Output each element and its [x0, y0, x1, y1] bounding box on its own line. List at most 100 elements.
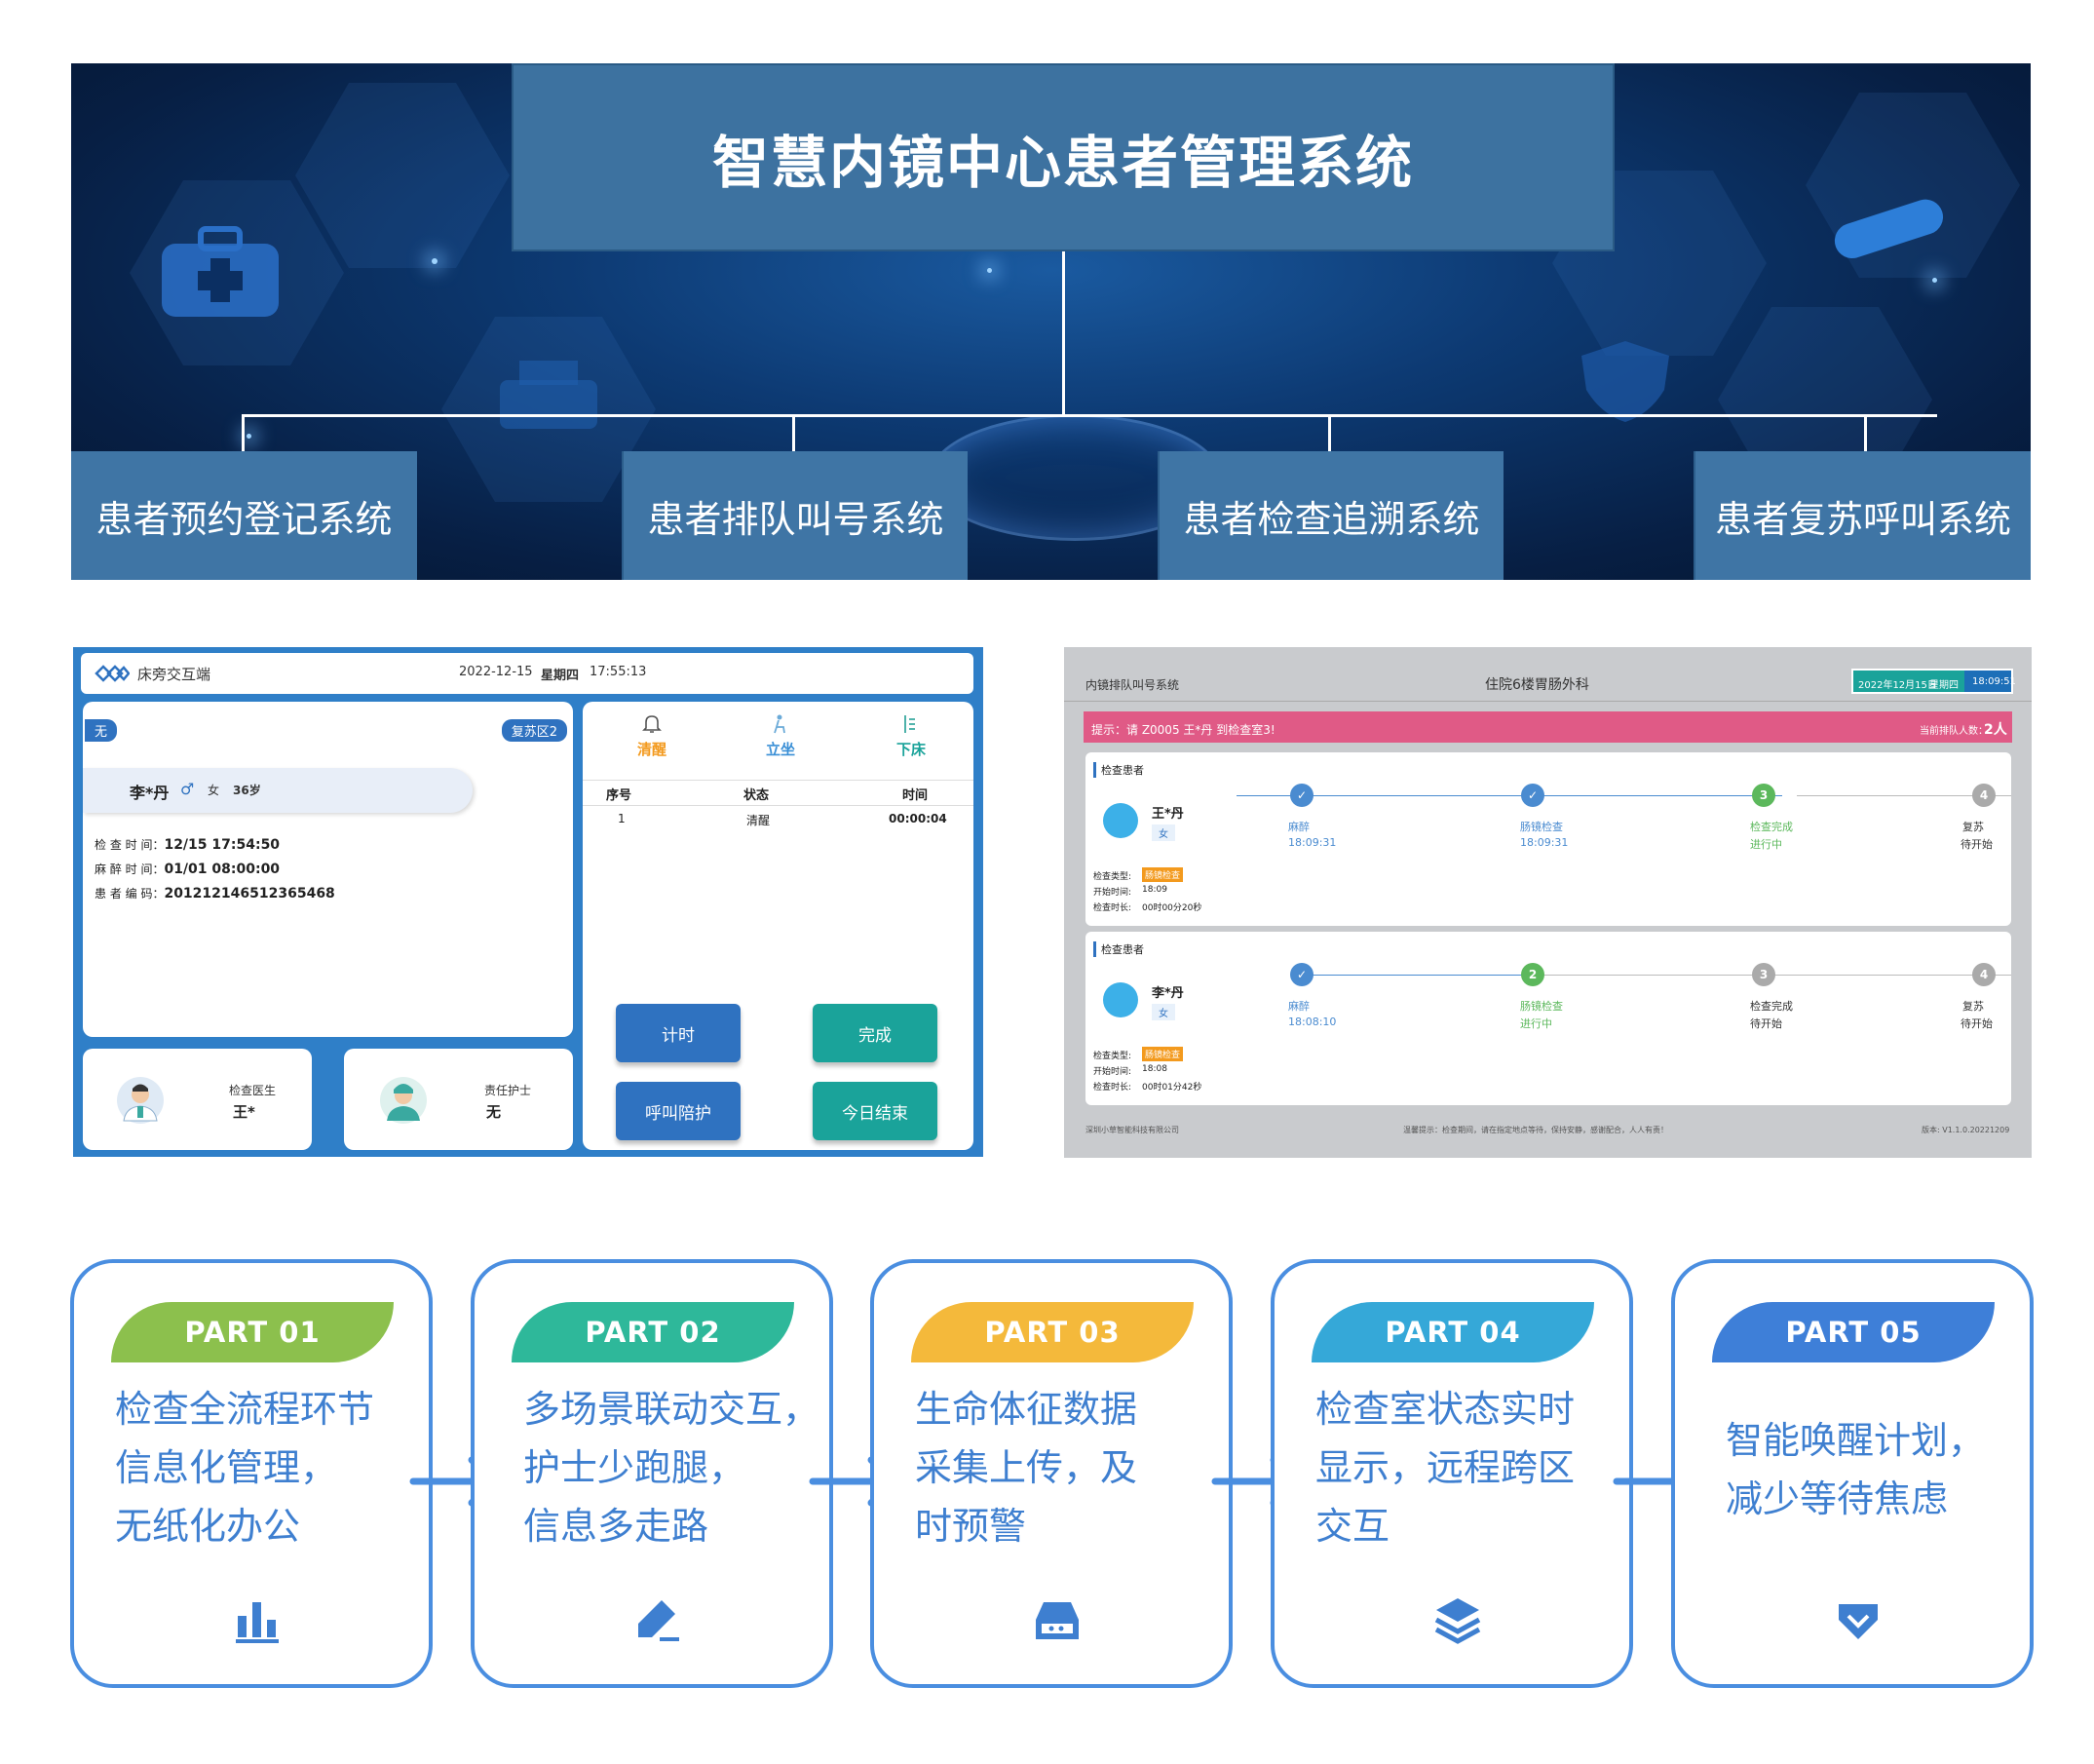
layers-icon	[1434, 1598, 1481, 1644]
notice-bar: 提示：请 Z0005 王*丹 到检查室3! 当前排队人数： 2人	[1084, 711, 2012, 743]
patient-name: 王*丹	[1152, 807, 1184, 822]
datetime-badge: 2022年12月15日 星期四 18:09:51	[1851, 669, 2016, 694]
exam-type-badge: 肠镜检查	[1142, 1047, 1184, 1061]
step-label: 肠镜检查	[1520, 821, 1563, 833]
feature-text: 检查全流程环节信息化管理，无纸化办公	[115, 1388, 375, 1548]
shield-icon	[1581, 341, 1669, 422]
nurse-label: 责任护士	[484, 1084, 532, 1097]
card-section-title: 检查患者	[1093, 762, 1144, 778]
part-tag: PART 01	[111, 1302, 394, 1362]
step-sub: 18:09:31	[1520, 836, 1569, 849]
department-title: 住院6楼胃肠外科	[1485, 677, 1589, 693]
step-sub: 18:08:10	[1288, 1016, 1337, 1028]
patient-gender: 女	[1152, 1004, 1175, 1020]
header-date: 2022-12-15	[459, 665, 533, 679]
patient-age: 36岁	[233, 784, 261, 797]
step-sub: 待开始	[1961, 1017, 1993, 1030]
system-architecture-banner: 智慧内镜中心患者管理系统 患者预约登记系统 患者排队叫号系统 患者检查追溯系统 …	[71, 63, 2031, 580]
feature-card-05: PART 05 智能唤醒计划，减少等待焦虑	[1671, 1259, 2034, 1688]
exam-type-badge: 肠镜检查	[1142, 867, 1184, 882]
bell-icon	[642, 715, 662, 733]
patient-card: 无 复苏区2 李*丹 ♂ 女 36岁 检 查 时 间：12/15 17:54:5…	[83, 702, 573, 1037]
bedside-header: 床旁交互端 2022-12-15 星期四 17:55:13	[81, 653, 973, 694]
doctor-label: 检查医生	[229, 1084, 277, 1097]
patient-gender: 女	[208, 784, 220, 797]
action-wake[interactable]: 清醒	[626, 713, 678, 759]
app-title: 床旁交互端	[137, 666, 211, 683]
step-sub: 进行中	[1750, 838, 1782, 851]
part-tag: PART 02	[512, 1302, 794, 1362]
feature-text: 生命体征数据采集上传，及时预警	[915, 1388, 1138, 1548]
footer-tip: 温馨提示：检查期间，请在指定地点等待，保持安静，感谢配合，人人有责！	[1403, 1126, 1668, 1134]
patient-name: 李*丹	[1152, 986, 1184, 1001]
doctor-card: 检查医生 王*	[83, 1049, 312, 1150]
step-label: 肠镜检查	[1520, 1000, 1563, 1013]
step-sub: 待开始	[1961, 838, 1993, 851]
step-done-icon: ✓	[1290, 784, 1314, 807]
bar-chart-icon	[236, 1602, 279, 1643]
call-escort-button[interactable]: 呼叫陪护	[616, 1082, 741, 1140]
part-tag: PART 04	[1312, 1302, 1594, 1362]
step-label: 复苏	[1962, 1000, 1984, 1013]
step-label: 检查完成	[1750, 1000, 1793, 1013]
card-section-title: 检查患者	[1093, 941, 1144, 957]
record-table-header: 序号 状态 时间	[606, 788, 929, 803]
field-row: 麻 醉 时 间：01/01 08:00:00	[95, 862, 281, 877]
queue-system-screenshot: 内镜排队叫号系统 住院6楼胃肠外科 2022年12月15日 星期四 18:09:…	[1064, 647, 2032, 1158]
diamond-shield-icon	[1839, 1604, 1878, 1639]
step-active-icon: 3	[1752, 784, 1775, 807]
step-pending-icon: 4	[1972, 784, 1996, 807]
field-row: 患 者 编 码：201212146512365468	[95, 886, 335, 901]
table-row: 1 清醒 00:00:04	[618, 812, 947, 827]
sit-up-icon	[774, 714, 785, 734]
doctor-name: 王*	[233, 1103, 255, 1121]
feature-card-02: PART 02 多场景联动交互，护士少跑腿，信息多走路	[471, 1259, 833, 1688]
medical-kit-icon	[162, 226, 279, 317]
timer-button[interactable]: 计时	[616, 1004, 741, 1062]
step-done-icon: ✓	[1521, 784, 1544, 807]
status-tag: 无	[85, 719, 118, 742]
feature-card-03: PART 03 生命体征数据采集上传，及时预警	[870, 1259, 1233, 1688]
exam-patient-card: 检查患者 李*丹 女 检查类型: 肠镜检查 开始时间: 18:08 检查时长: …	[1085, 932, 2011, 1105]
storage-drive-icon	[1036, 1602, 1079, 1639]
step-sub: 待开始	[1750, 1017, 1782, 1030]
part-tag: PART 03	[911, 1302, 1194, 1362]
part-tag: PART 05	[1712, 1302, 1995, 1362]
step-label: 麻醉	[1288, 1000, 1310, 1013]
step-pending-icon: 3	[1752, 963, 1775, 986]
feature-text: 检查室状态实时显示，远程跨区交互	[1315, 1388, 1576, 1548]
feature-card-04: PART 04 检查室状态实时显示，远程跨区交互	[1271, 1259, 1633, 1688]
subsystem-registration: 患者预约登记系统	[71, 451, 417, 580]
patient-name: 李*丹	[130, 784, 170, 802]
queue-count-label: 当前排队人数：	[1920, 726, 1988, 737]
action-panel: 清醒 立坐 下床 序号 状态 时间 1 清醒 00:00:04 计时 完成 呼叫…	[583, 702, 973, 1150]
exam-patient-card: 检查患者 王*丹 女 检查类型: 肠镜检查 开始时间: 18:09 检查时长: …	[1085, 752, 2011, 926]
nurse-name: 无	[486, 1103, 502, 1121]
end-of-day-button[interactable]: 今日结束	[813, 1082, 937, 1140]
feature-card-01: PART 01 检查全流程环节信息化管理，无纸化办公	[70, 1259, 433, 1688]
step-sub: 进行中	[1520, 1017, 1552, 1030]
step-label: 检查完成	[1750, 821, 1793, 833]
patient-fields: 检 查 时 间：12/15 17:54:50 麻 醉 时 间：01/01 08:…	[95, 833, 335, 906]
notice-text: 提示：请 Z0005 王*丹 到检查室3!	[1091, 723, 1275, 737]
subsystem-recovery-call: 患者复苏呼叫系统	[1694, 451, 2031, 580]
header-time: 17:55:13	[590, 665, 647, 679]
complete-button[interactable]: 完成	[813, 1004, 937, 1062]
step-done-icon: ✓	[1290, 963, 1314, 986]
capsule-icon	[1834, 199, 1944, 259]
field-row: 检 查 时 间：12/15 17:54:50	[95, 837, 281, 853]
action-sit-up[interactable]: 立坐	[754, 713, 807, 759]
gender-symbol-icon: ♂	[180, 780, 195, 798]
step-pending-icon: 4	[1972, 963, 1996, 986]
step-active-icon: 2	[1521, 963, 1544, 986]
patient-name-bar: 李*丹 ♂ 女 36岁	[83, 768, 473, 813]
feature-text: 多场景联动交互，护士少跑腿，信息多走路	[523, 1388, 820, 1548]
step-label: 麻醉	[1288, 821, 1310, 833]
stand-icon	[904, 715, 915, 733]
nurse-avatar-icon	[380, 1077, 427, 1124]
action-get-up-label: 下床	[895, 741, 926, 758]
action-get-up[interactable]: 下床	[885, 713, 937, 759]
app-logo-icon	[95, 665, 130, 682]
step-sub: 18:09:31	[1288, 836, 1337, 849]
printer-icon	[500, 361, 597, 429]
